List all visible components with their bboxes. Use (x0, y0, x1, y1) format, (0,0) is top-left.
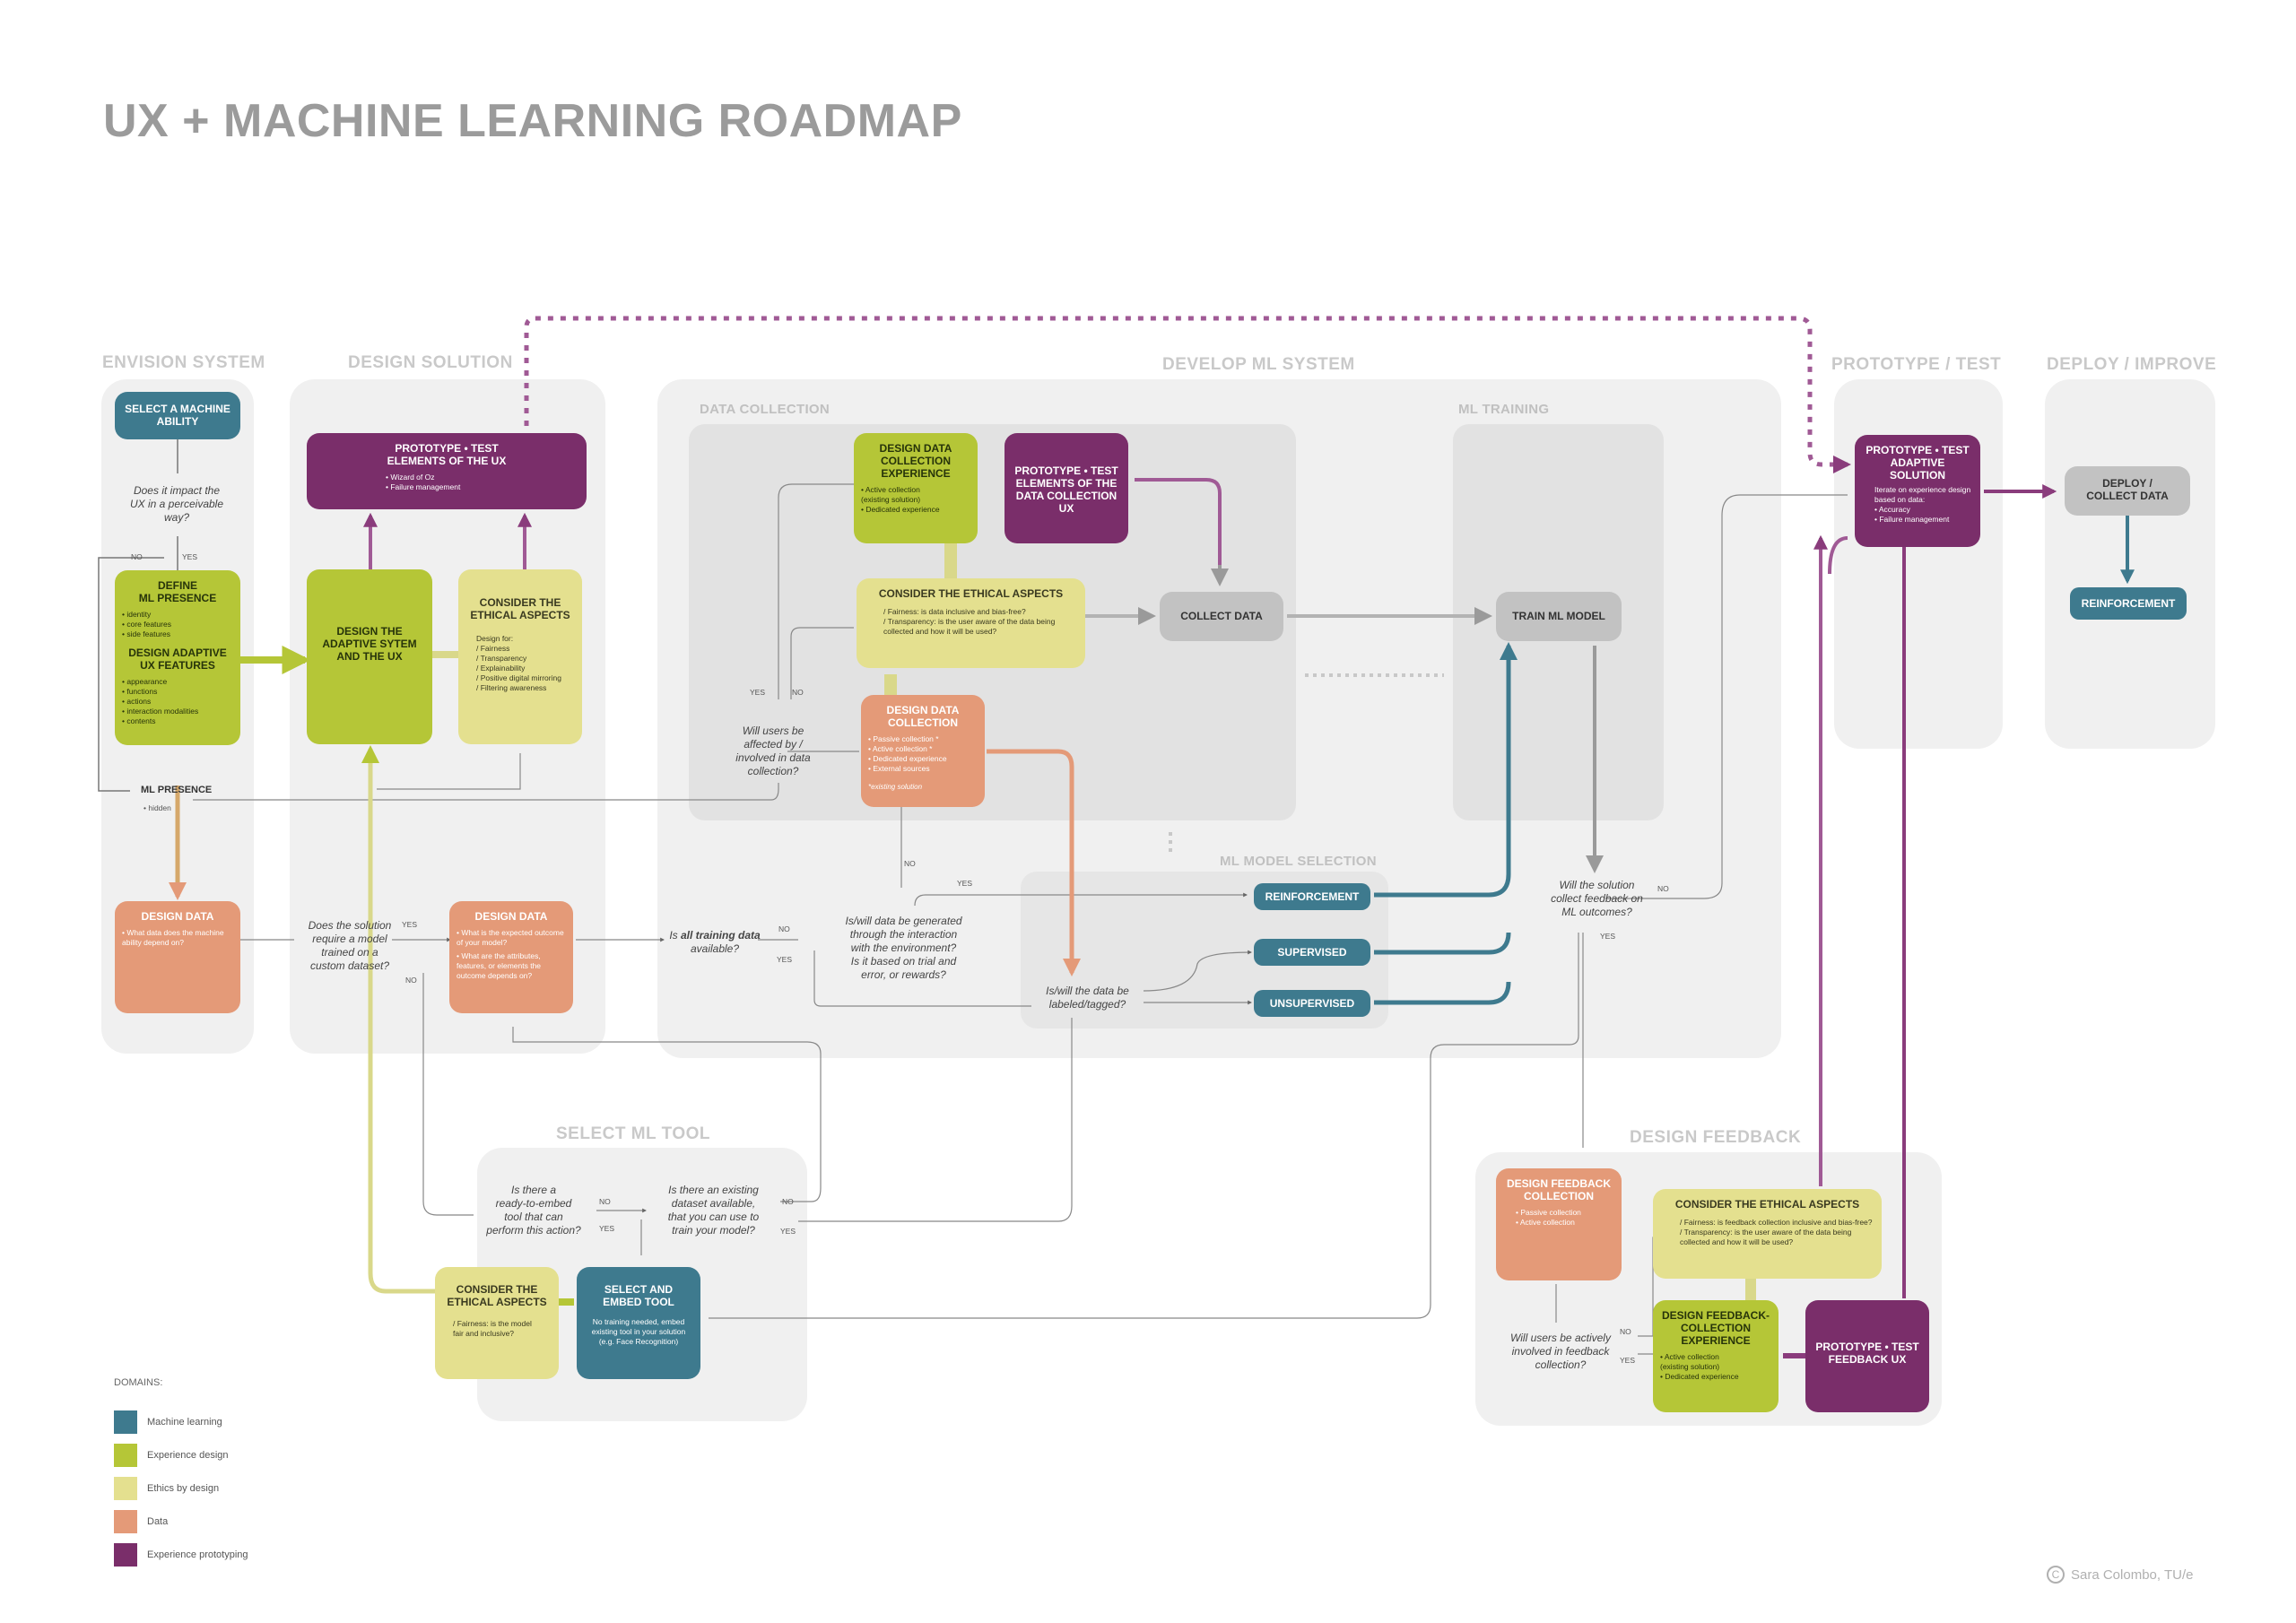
legend-item-proto: Experience prototyping (114, 1543, 248, 1567)
ml-presence-sub: • hidden (144, 803, 171, 812)
question-users-feedback: Will users be actively involved in feedb… (1510, 1332, 1611, 1371)
legend-swatch (114, 1477, 137, 1500)
legend-title: DOMAINS: (114, 1377, 163, 1388)
answer-yes-feedback: YES (1600, 932, 1616, 941)
prototype-dc-box: PROTOTYPE • TEST ELEMENTS OF THE DATA CO… (1004, 433, 1128, 543)
section-prototype-test: PROTOTYPE / TEST (1831, 355, 2002, 374)
consider-ethical-box-2: CONSIDER THE ETHICAL ASPECTS / Fairness:… (857, 578, 1085, 668)
page-title: UX + MACHINE LEARNING ROADMAP (103, 95, 962, 147)
credit: C Sara Colombo, TU/e (2047, 1566, 2193, 1584)
question-dataset: Is there an existing dataset available, … (667, 1184, 760, 1237)
design-data-envision-box: DESIGN DATA What data does the machine a… (115, 901, 240, 1013)
question-impact-ux: Does it impact the UX in a perceivable w… (129, 484, 224, 524)
dc-experience-box: DESIGN DATA COLLECTION EXPERIENCE Active… (854, 433, 978, 543)
answer-no-affected: NO (792, 688, 804, 697)
feedback-collection-box: DESIGN FEEDBACK COLLECTION Passive colle… (1496, 1168, 1622, 1280)
model-reinforcement: REINFORCEMENT (1254, 883, 1370, 910)
section-select-tool: SELECT ML TOOL (556, 1124, 711, 1143)
legend-item-data: Data (114, 1510, 168, 1533)
section-develop: DEVELOP ML SYSTEM (1162, 355, 1355, 374)
deploy-collect-box: DEPLOY / COLLECT DATA (2065, 466, 2190, 516)
section-deploy: DEPLOY / IMPROVE (2047, 355, 2217, 374)
copyright-icon: C (2047, 1566, 2065, 1584)
legend-item-ux: Experience design (114, 1444, 229, 1467)
deploy-panel (2045, 379, 2215, 749)
legend-swatch (114, 1410, 137, 1434)
answer-yes-training: YES (777, 955, 793, 964)
prototype-feedback-box: PROTOTYPE • TEST FEEDBACK UX (1805, 1300, 1929, 1412)
legend-item-ml: Machine learning (114, 1410, 222, 1434)
answer-no-users-fb: NO (1620, 1327, 1631, 1336)
answer-no-tool: NO (599, 1197, 611, 1206)
section-design-feedback: DESIGN FEEDBACK (1630, 1128, 1802, 1147)
adaptive-features-list: appearance functions actions interaction… (122, 677, 233, 726)
question-users-affected: Will users be affected by / involved in … (735, 725, 811, 777)
section-data-collection: DATA COLLECTION (700, 402, 831, 417)
answer-yes-users-fb: YES (1620, 1356, 1636, 1365)
define-ml-presence-box: DEFINE ML PRESENCE identity core feature… (115, 570, 240, 745)
answer-no-model: NO (405, 976, 417, 985)
answer-yes-model: YES (402, 920, 418, 929)
design-adaptive-system-box: DESIGN THE ADAPTIVE SYTEM AND THE UX (307, 569, 432, 744)
question-require-model: Does the solution require a model traine… (308, 919, 392, 972)
section-design-solution: DESIGN SOLUTION (348, 353, 513, 372)
define-presence-list: identity core features side features (122, 610, 233, 639)
design-data-solution-box: DESIGN DATA What is the expected outcome… (449, 901, 573, 1013)
feedback-experience-box: DESIGN FEEDBACK- COLLECTION EXPERIENCE A… (1653, 1300, 1779, 1412)
answer-no-dataset: NO (782, 1197, 794, 1206)
answer-yes-impact: YES (182, 552, 198, 561)
question-labeled: Is/will the data be labeled/tagged? (1046, 985, 1129, 1011)
legend-swatch (114, 1510, 137, 1533)
section-envision: ENVISION SYSTEM (102, 353, 265, 372)
consider-ethical-box-1: CONSIDER THE ETHICAL ASPECTS Design for:… (458, 569, 582, 744)
question-ready-tool: Is there a ready-to-embed tool that can … (486, 1184, 581, 1237)
model-unsupervised: UNSUPERVISED (1254, 990, 1370, 1017)
answer-yes-tool: YES (599, 1224, 615, 1233)
design-dc-box: DESIGN DATA COLLECTION Passive collectio… (861, 695, 985, 807)
select-embed-tool-box: SELECT AND EMBED TOOL No training needed… (577, 1267, 700, 1379)
question-training-data: Is all training data available? (669, 929, 761, 955)
answer-no-feedback: NO (1657, 884, 1669, 893)
train-model-box: TRAIN ML MODEL (1496, 592, 1622, 641)
model-supervised: SUPERVISED (1254, 939, 1370, 966)
collect-data-box: COLLECT DATA (1160, 592, 1283, 641)
answer-yes-dataset: YES (780, 1227, 796, 1236)
prototype-ux-box: PROTOTYPE • TEST ELEMENTS OF THE UX Wiza… (307, 433, 587, 509)
legend-item-ethics: Ethics by design (114, 1477, 219, 1500)
legend-swatch (114, 1444, 137, 1467)
answer-yes-affected: YES (750, 688, 766, 697)
reinforcement-deploy: REINFORCEMENT (2070, 587, 2187, 620)
legend-swatch (114, 1543, 137, 1567)
consider-ethical-box-4: CONSIDER THE ETHICAL ASPECTS / Fairness:… (1653, 1189, 1882, 1279)
answer-yes-generated: YES (957, 879, 973, 888)
select-machine-ability-box: SELECT A MACHINE ABILITY (115, 392, 240, 439)
question-generated: Is/will data be generated through the in… (845, 915, 962, 981)
ml-presence-label: ML PRESENCE (141, 785, 213, 795)
section-ml-model-selection: ML MODEL SELECTION (1220, 854, 1377, 869)
answer-no-training: NO (778, 924, 790, 933)
question-feedback: Will the solution collect feedback on ML… (1551, 879, 1643, 918)
section-ml-training: ML TRAINING (1458, 402, 1550, 417)
answer-no-generated: NO (904, 859, 916, 868)
answer-no-impact: NO (131, 552, 143, 561)
consider-ethical-box-3: CONSIDER THE ETHICAL ASPECTS / Fairness:… (435, 1267, 559, 1379)
prototype-adaptive-box: PROTOTYPE • TEST ADAPTIVE SOLUTION Itera… (1855, 435, 1980, 547)
